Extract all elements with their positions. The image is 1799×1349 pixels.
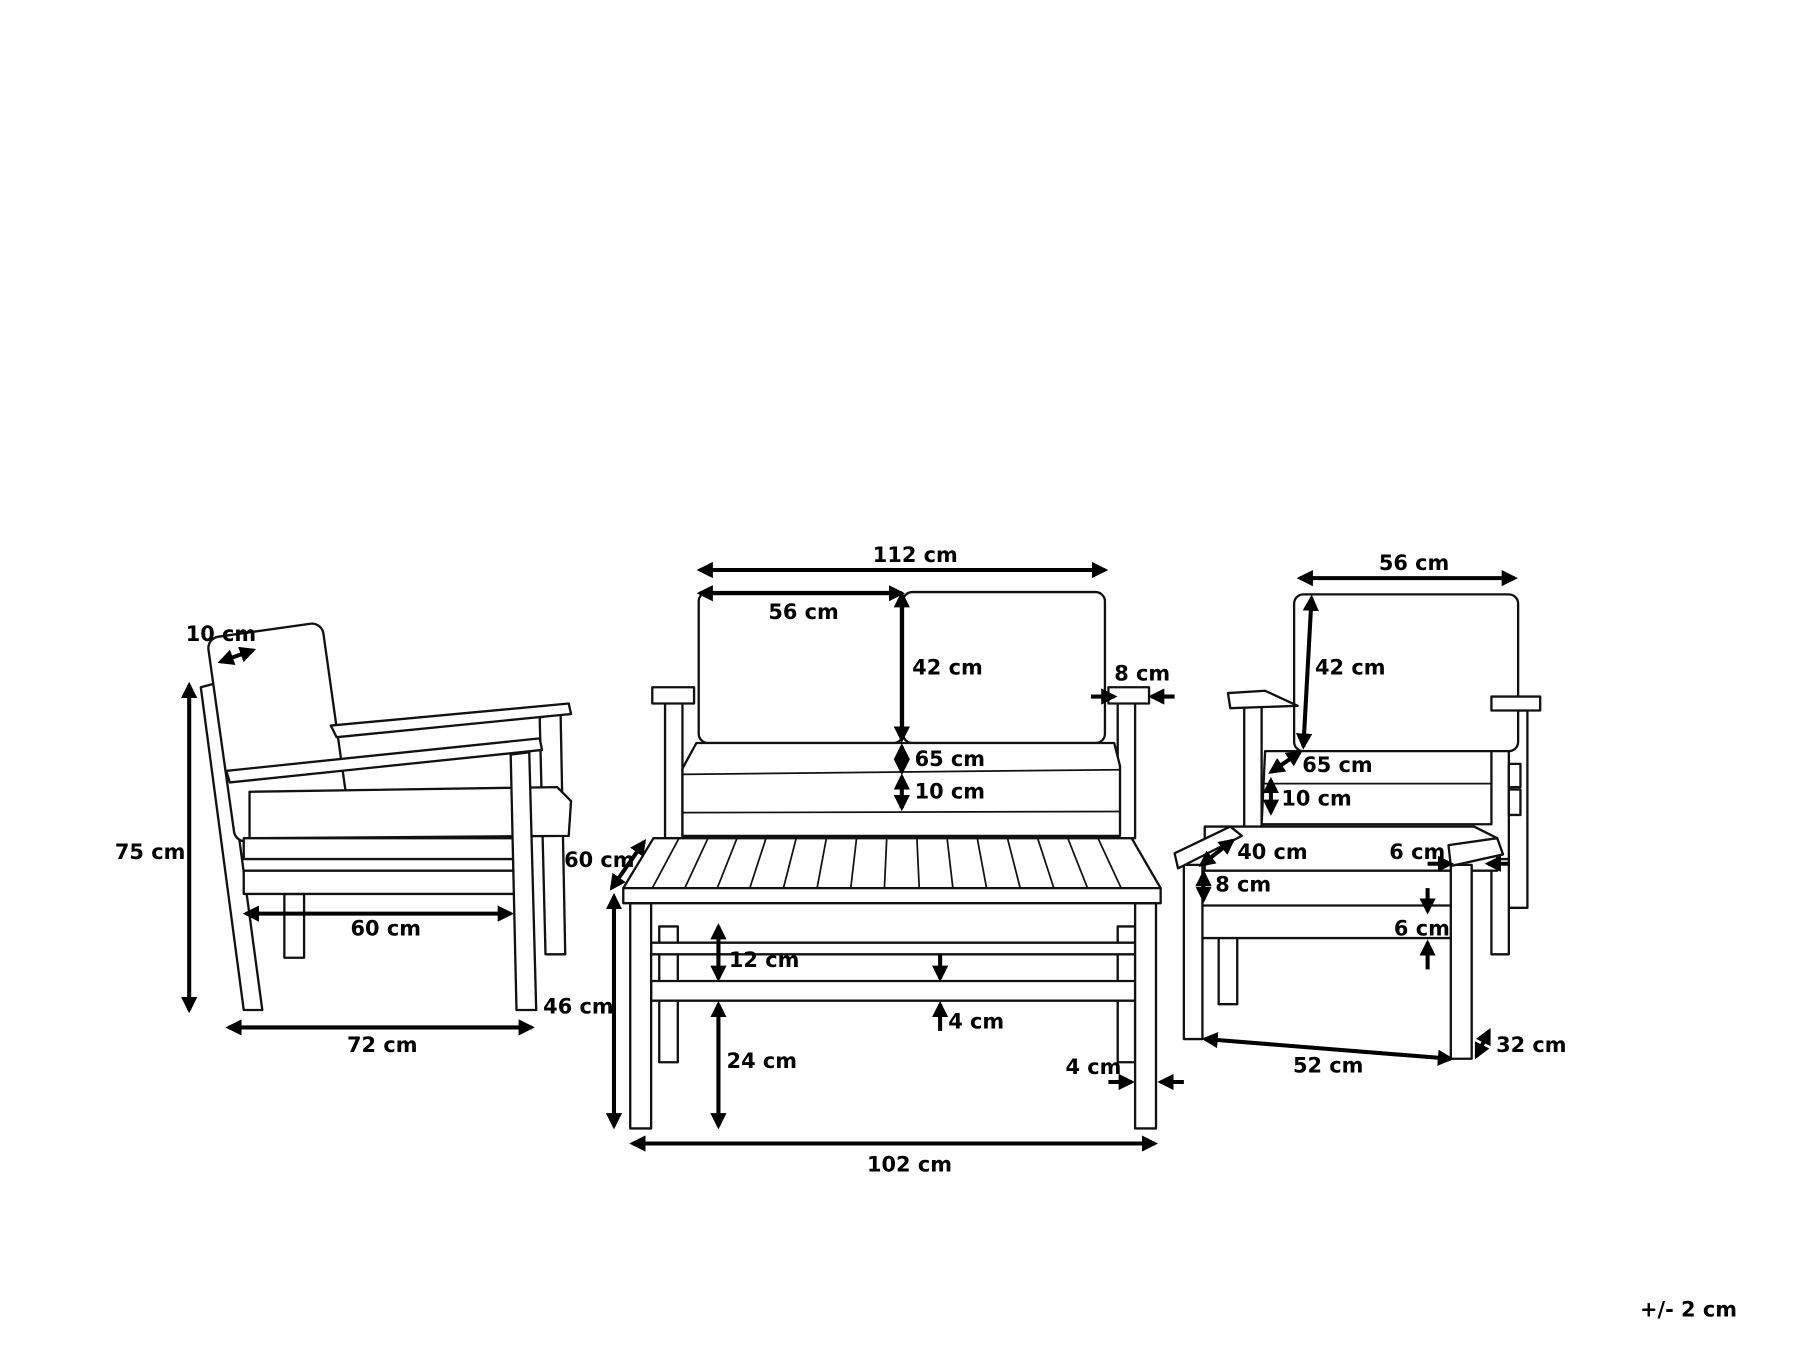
label-ottoman-frame-width: 6 cm <box>1389 840 1445 864</box>
label-sofa-back-height: 42 cm <box>912 655 982 679</box>
label-sofa-cushion-thickness: 10 cm <box>915 780 985 804</box>
label-table-shelf-height: 24 cm <box>727 1049 797 1073</box>
label-ottoman-depth: 40 cm <box>1237 840 1307 864</box>
tolerance-note: +/- 2 cm <box>1640 1297 1737 1321</box>
dimension-labels: 10 cm 75 cm 60 cm 72 cm 112 cm 56 cm 42 … <box>115 543 1737 1322</box>
dimension-lines <box>181 561 1518 1152</box>
label-armchair-back-thickness: 10 cm <box>186 622 256 646</box>
label-armchair-seat-depth: 60 cm <box>351 917 421 941</box>
label-sofa-width: 112 cm <box>873 543 958 567</box>
label-chair-seat-height: 65 cm <box>1302 753 1372 777</box>
label-chair-back-height: 42 cm <box>1315 655 1385 679</box>
label-ottoman-width: 52 cm <box>1293 1054 1363 1078</box>
armchair-front-view <box>1226 593 1542 910</box>
label-table-leg-width: 4 cm <box>1065 1055 1121 1079</box>
label-chair-width: 56 cm <box>1379 551 1449 575</box>
coffee-table <box>622 837 1162 1130</box>
label-ottoman-side-depth: 32 cm <box>1496 1033 1566 1057</box>
ottoman <box>1173 825 1510 1060</box>
label-table-depth: 60 cm <box>564 848 634 872</box>
label-ottoman-cushion-thickness: 8 cm <box>1215 873 1271 897</box>
label-table-shelf-thickness: 4 cm <box>948 1010 1004 1034</box>
label-table-width: 102 cm <box>867 1152 952 1176</box>
label-table-shelf-gap: 12 cm <box>729 948 799 972</box>
label-table-height: 46 cm <box>543 994 613 1018</box>
label-chair-cushion-thickness: 10 cm <box>1281 787 1351 811</box>
label-armchair-height: 75 cm <box>115 840 185 864</box>
armchair-side-view <box>199 622 573 1012</box>
label-sofa-seat-height: 65 cm <box>915 747 985 771</box>
label-armchair-depth: 72 cm <box>347 1033 417 1057</box>
label-ottoman-rail-height: 6 cm <box>1394 917 1450 941</box>
label-sofa-arm-width: 8 cm <box>1114 661 1170 685</box>
label-sofa-cushion-width: 56 cm <box>768 600 838 624</box>
